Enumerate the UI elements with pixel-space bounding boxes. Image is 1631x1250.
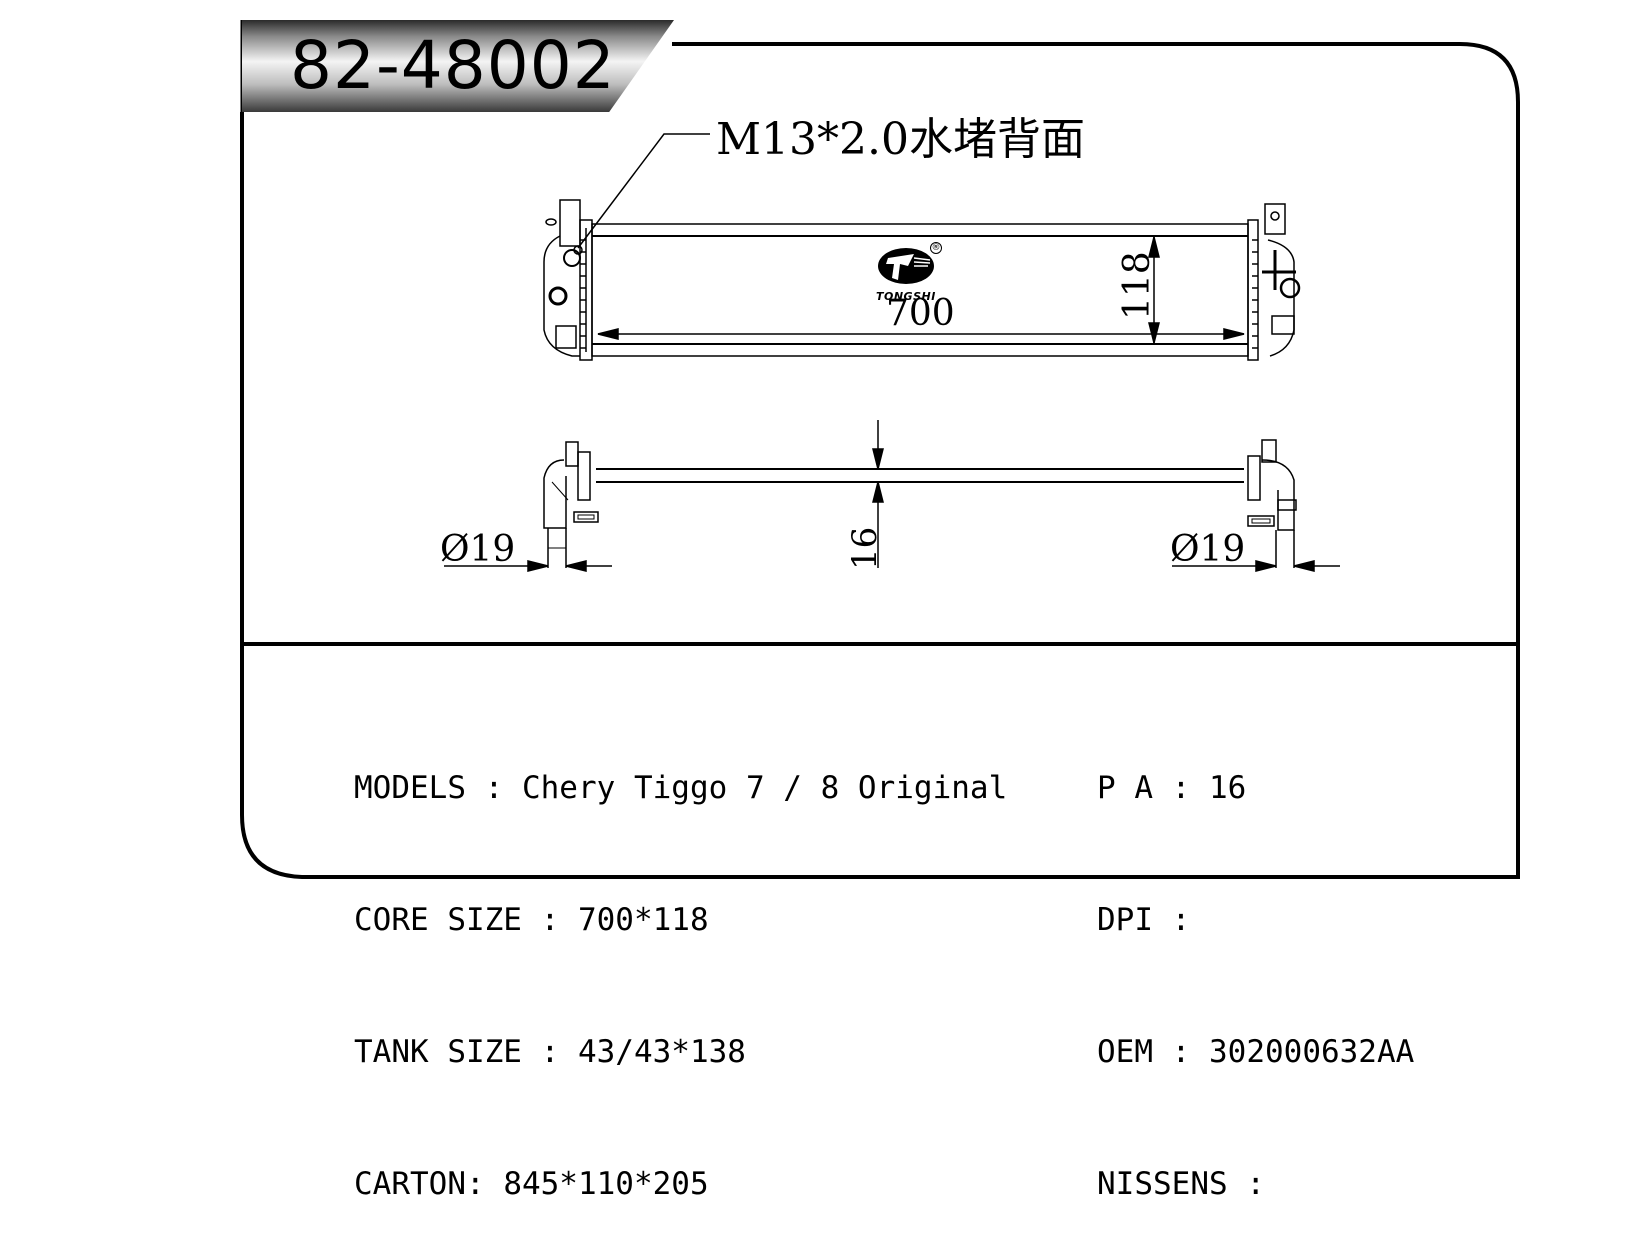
front-view (543, 199, 1301, 361)
spec-label: TANK SIZE (354, 1034, 522, 1070)
spec-value: 845*110*205 (503, 1166, 709, 1202)
tongshi-logo-icon (878, 248, 934, 284)
spec-value: 302000632AA (1209, 1034, 1415, 1070)
spec-value: 43/43*138 (577, 1034, 746, 1070)
inlet-diameter-left-label: Ø19 (440, 529, 516, 570)
spec-row-oem: OEM : 302000632AA (1097, 1030, 1414, 1074)
spec-separator: : (521, 902, 578, 938)
spec-value: 16 (1209, 770, 1247, 806)
specs-left: MODELS : Chery Tiggo 7 / 8 Original CORE… (354, 678, 1007, 1250)
spec-row-dpi: DPI : (1097, 898, 1414, 942)
core-width-label: 700 (886, 293, 955, 334)
spec-separator: : (1153, 1034, 1209, 1070)
spec-row-tank-size: TANK SIZE : 43/43*138 (354, 1030, 1007, 1074)
spec-label: CORE SIZE (354, 902, 522, 938)
spec-label: NISSENS (1097, 1166, 1228, 1202)
dimension-19-right (1172, 560, 1340, 572)
spec-label: CARTON (354, 1166, 466, 1202)
specs-right: P A : 16 DPI : OEM : 302000632AA NISSENS… (1097, 678, 1414, 1250)
callout-leader (577, 133, 710, 249)
spec-separator: : (1153, 770, 1209, 806)
registered-mark: ® (930, 242, 942, 254)
spec-row-core-size: CORE SIZE : 700*118 (354, 898, 1007, 942)
top-view (543, 439, 1297, 568)
dimension-118 (1148, 236, 1160, 344)
spec-row-models: MODELS : Chery Tiggo 7 / 8 Original (354, 766, 1007, 810)
spec-label: MODELS (354, 770, 466, 806)
part-number-title: 82-48002 (290, 27, 616, 104)
outlet-diameter-right-label: Ø19 (1170, 529, 1246, 570)
spec-row-pa: P A : 16 (1097, 766, 1414, 810)
dimension-700 (597, 328, 1245, 340)
brand-name: TONGSHI (876, 290, 936, 303)
drawing-frame (240, 20, 1520, 879)
title-banner (242, 20, 674, 112)
spec-separator: : (1227, 1166, 1284, 1202)
spec-label: P A (1097, 770, 1153, 806)
spec-value: 700*118 (577, 902, 709, 938)
dimension-16 (872, 420, 884, 568)
dimension-19-left (444, 560, 612, 572)
core-thickness-label: 16 (845, 526, 885, 570)
spec-row-carton: CARTON: 845*110*205 (354, 1162, 1007, 1206)
spec-label: DPI (1097, 902, 1153, 938)
spec-label: OEM (1097, 1034, 1153, 1070)
spec-separator: : (465, 1166, 504, 1202)
spec-value: Chery Tiggo 7 / 8 Original (521, 770, 1008, 806)
spec-separator: : (465, 770, 522, 806)
core-height-label: 118 (1117, 251, 1158, 320)
spec-row-nissens: NISSENS : (1097, 1162, 1414, 1206)
spec-separator: : (521, 1034, 578, 1070)
drain-plug-callout: M13*2.0水堵背面 (716, 114, 1086, 165)
spec-separator: : (1153, 902, 1209, 938)
